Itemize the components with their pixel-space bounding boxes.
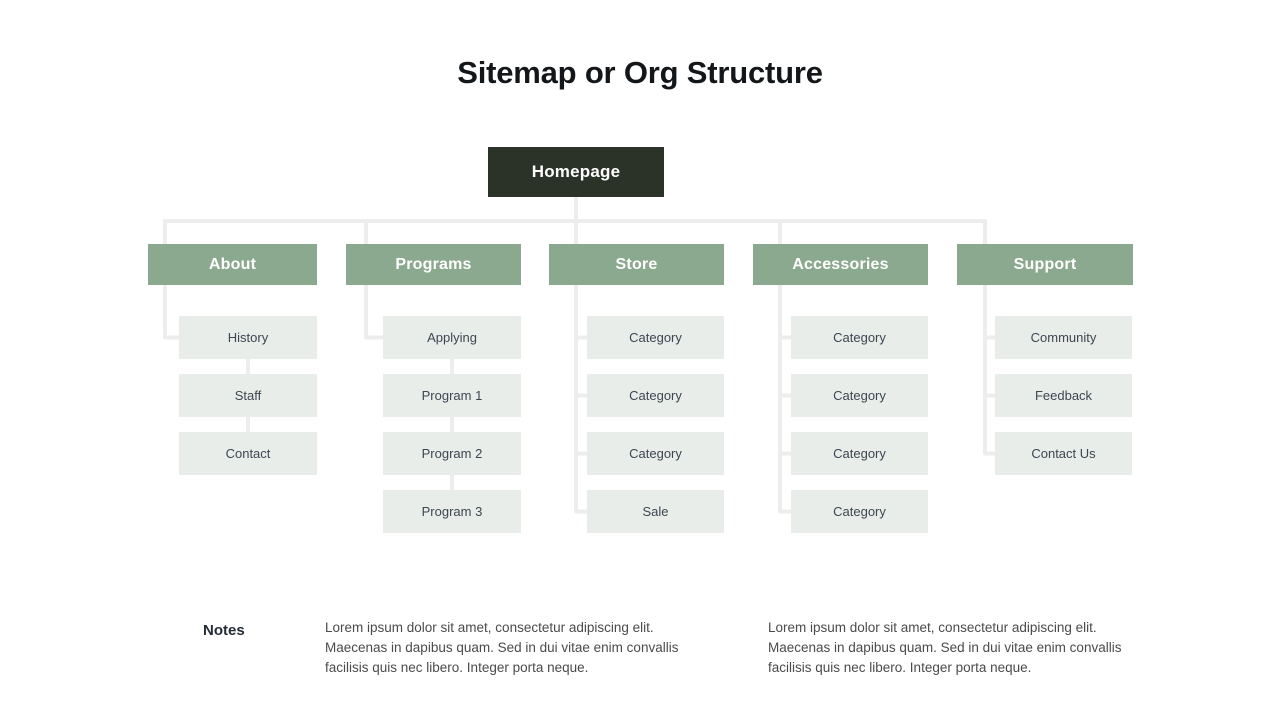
leaf-node-programs-1[interactable]: Applying [383, 316, 521, 359]
leaf-node-programs-3[interactable]: Program 2 [383, 432, 521, 475]
leaf-node-accessories-2-label: Category [833, 388, 886, 403]
leaf-node-accessories-3-label: Category [833, 446, 886, 461]
leaf-node-about-3[interactable]: Contact [179, 432, 317, 475]
leaf-node-store-4[interactable]: Sale [587, 490, 724, 533]
notes-paragraph-2: Lorem ipsum dolor sit amet, consectetur … [768, 620, 1122, 675]
leaf-node-support-2-label: Feedback [1034, 388, 1093, 403]
section-node-about[interactable]: About [148, 244, 317, 285]
leaf-node-support-1[interactable]: Community [995, 316, 1132, 359]
leaf-node-about-1[interactable]: History [179, 316, 317, 359]
leaf-node-support-2[interactable]: Feedback [995, 374, 1132, 417]
leaf-node-about-1-label: History [227, 330, 269, 345]
leaf-node-accessories-4-label: Category [833, 504, 886, 519]
leaf-node-store-1[interactable]: Category [587, 316, 724, 359]
leaf-node-programs-4[interactable]: Program 3 [383, 490, 521, 533]
section-node-support-label: Support [1013, 255, 1077, 273]
leaf-node-about-3-label: Contact [225, 446, 271, 461]
leaf-node-about-2[interactable]: Staff [179, 374, 317, 417]
leaf-node-accessories-2[interactable]: Category [791, 374, 928, 417]
notes-label: Notes [203, 622, 245, 639]
root-node-homepage[interactable]: Homepage [488, 147, 664, 197]
leaf-node-programs-3-label: Program 2 [421, 446, 483, 461]
section-node-programs[interactable]: Programs [346, 244, 521, 285]
section-node-accessories[interactable]: Accessories [753, 244, 928, 285]
page-title: Sitemap or Org Structure [457, 55, 823, 90]
leaf-node-about-2-label: Staff [234, 388, 262, 403]
leaf-node-accessories-4[interactable]: Category [791, 490, 928, 533]
leaf-node-store-4-label: Sale [642, 504, 669, 519]
leaf-node-accessories-1-label: Category [833, 330, 886, 345]
section-node-about-label: About [208, 255, 257, 273]
notes-section: Notes Lorem ipsum dolor sit amet, consec… [0, 600, 1280, 720]
leaf-node-store-1-label: Category [629, 330, 682, 345]
section-node-accessories-label: Accessories [792, 255, 889, 273]
leaf-node-support-1-label: Community [1030, 330, 1097, 345]
section-node-programs-label: Programs [395, 255, 472, 273]
leaf-node-programs-4-label: Program 3 [421, 504, 483, 519]
leaf-node-accessories-1[interactable]: Category [791, 316, 928, 359]
leaf-node-accessories-3[interactable]: Category [791, 432, 928, 475]
section-node-store-label: Store [615, 255, 658, 273]
leaf-node-store-2-label: Category [629, 388, 682, 403]
leaf-node-store-2[interactable]: Category [587, 374, 724, 417]
leaf-node-programs-2[interactable]: Program 1 [383, 374, 521, 417]
section-node-store[interactable]: Store [549, 244, 724, 285]
leaf-node-programs-2-label: Program 1 [421, 388, 483, 403]
leaf-node-store-3-label: Category [629, 446, 682, 461]
leaf-node-support-3-label: Contact Us [1031, 446, 1096, 461]
root-node-homepage-label: Homepage [531, 162, 621, 181]
notes-paragraph-1: Lorem ipsum dolor sit amet, consectetur … [325, 620, 679, 675]
section-node-support[interactable]: Support [957, 244, 1133, 285]
leaf-node-store-3[interactable]: Category [587, 432, 724, 475]
leaf-node-support-3[interactable]: Contact Us [995, 432, 1132, 475]
leaf-node-programs-1-label: Applying [427, 330, 477, 345]
